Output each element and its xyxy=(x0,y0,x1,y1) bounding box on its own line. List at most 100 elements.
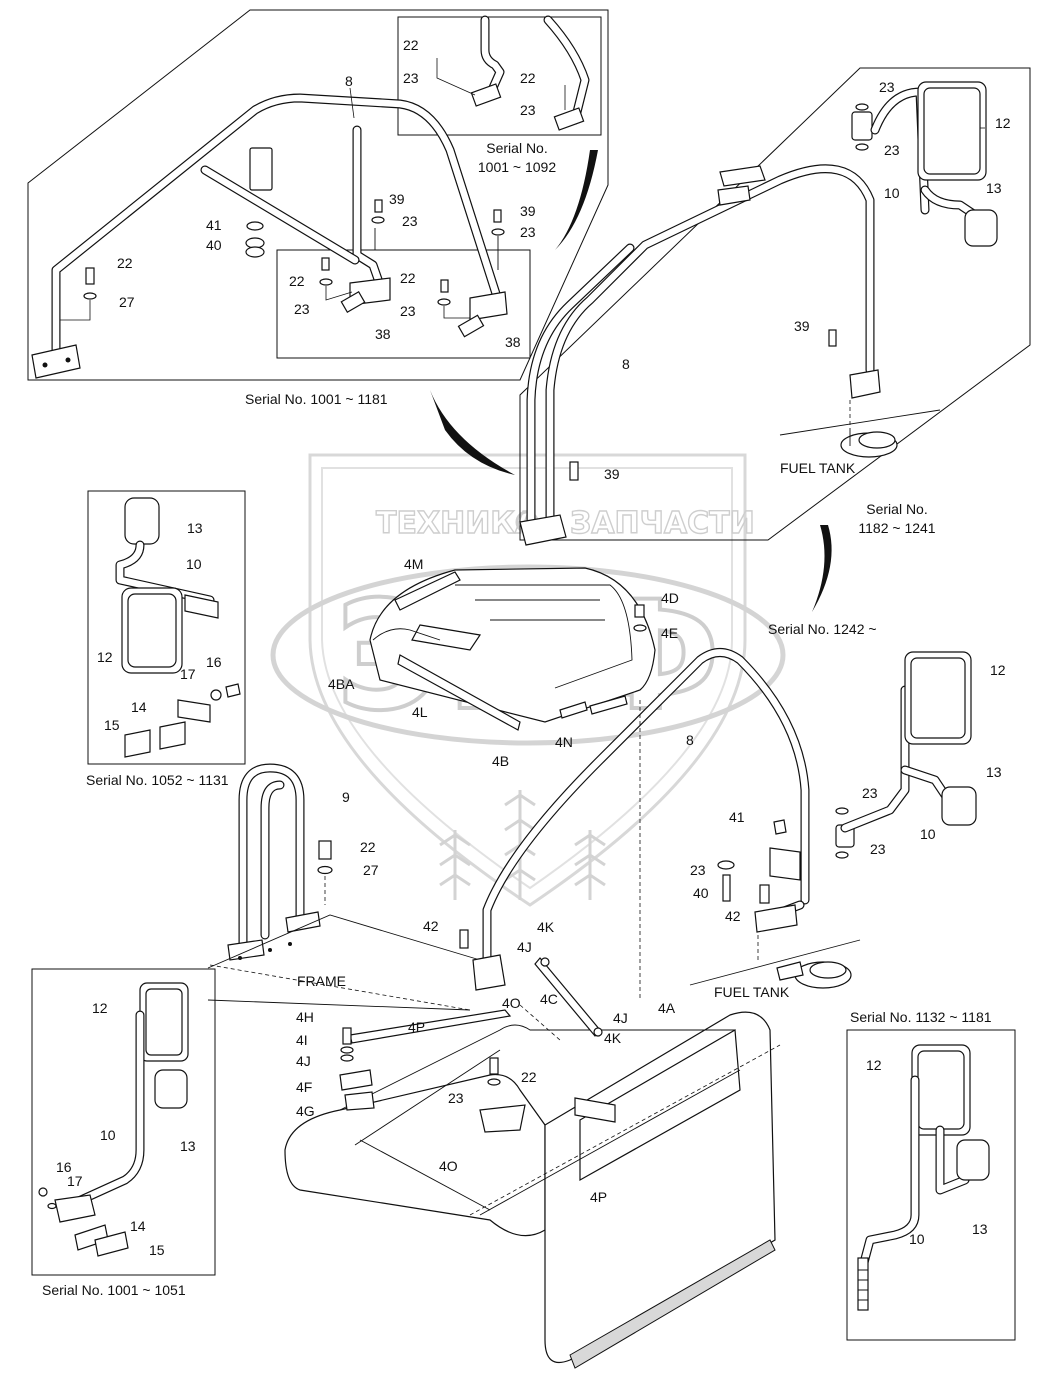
callout-top-left-5: 39 xyxy=(389,191,405,207)
callout-bottom-left-5: 14 xyxy=(130,1218,146,1234)
callout-base-0: 42 xyxy=(423,918,439,934)
bottom-right-box xyxy=(846,1029,1016,1341)
callout-seat-1: 4D xyxy=(661,590,679,606)
callout-seat-6: 8 xyxy=(686,732,694,748)
watermark-wheat-icon xyxy=(439,790,606,900)
top-left-panel-border xyxy=(27,9,609,381)
transition-arrow-right xyxy=(812,525,832,612)
watermark-shield-inner xyxy=(321,467,733,890)
callout-left-mirror-6: 15 xyxy=(104,717,120,733)
callout-top-right-6: 8 xyxy=(622,356,630,372)
serial-caption-bottom-right: Serial No. 1132 ~ 1181 xyxy=(850,1009,992,1025)
serial-caption-top-inset-2: 1001 ~ 1092 xyxy=(478,159,556,175)
mount-stud xyxy=(857,1257,869,1311)
callout-top-left-8: 23 xyxy=(520,224,536,240)
mirror-13-bottom-left xyxy=(154,1069,188,1109)
top-left-assembly xyxy=(27,9,609,381)
bracket-block xyxy=(249,147,273,191)
watermark-text-left: ТЕХНИКА xyxy=(376,506,539,541)
callout-top-left-4: 27 xyxy=(119,294,135,310)
callout-top-inset-0: 22 xyxy=(403,37,419,53)
callout-base-11: 4F xyxy=(296,1079,312,1095)
callout-top-left-inner-4: 23 xyxy=(400,303,416,319)
callout-base-7: 4O xyxy=(502,995,521,1011)
serial-caption-bottom-left: Serial No. 1001 ~ 1051 xyxy=(42,1282,186,1298)
base-foot xyxy=(519,514,567,546)
callout-base-3: 4C xyxy=(540,991,558,1007)
callout-top-left-inner-3: 22 xyxy=(400,270,416,286)
callout-base-16: 4O xyxy=(439,1158,458,1174)
callout-left-mirror-0: 13 xyxy=(187,520,203,536)
callout-guard-1: 22 xyxy=(360,839,376,855)
callout-top-inset-2: 22 xyxy=(520,70,536,86)
strip-4M xyxy=(394,571,461,611)
callout-seat-3: 4BA xyxy=(328,676,355,692)
callout-base-15: 23 xyxy=(448,1090,464,1106)
left-mirror-assembly xyxy=(87,490,246,765)
mirror-13-bottom-right xyxy=(956,1139,990,1181)
callout-base-6: 4A xyxy=(658,1000,676,1016)
callout-mid-right-7: 40 xyxy=(693,885,709,901)
serial-caption-left-mid: Serial No. 1052 ~ 1131 xyxy=(86,772,229,788)
transition-arrow-top xyxy=(555,150,598,250)
callout-top-right-3: 10 xyxy=(884,185,900,201)
callout-top-left-1: 41 xyxy=(206,217,222,233)
mirror-13-left xyxy=(124,497,160,545)
callout-bottom-left-2: 10 xyxy=(100,1127,116,1143)
seat-base-front xyxy=(284,1073,546,1237)
callout-bottom-right-2: 13 xyxy=(972,1221,988,1237)
center-rollbar-assembly xyxy=(459,648,977,1000)
callout-seat-0: 4M xyxy=(404,556,423,572)
top-right-assembly xyxy=(519,67,1031,546)
watermark-text-right: ЗАПЧАСТИ xyxy=(570,506,755,541)
callout-left-mirror-3: 17 xyxy=(180,666,196,682)
callout-top-left-6: 23 xyxy=(402,213,418,229)
callout-mid-right-1: 13 xyxy=(986,764,1002,780)
callout-bottom-left-4: 17 xyxy=(67,1173,83,1189)
fuel-tank-label-mid: FUEL TANK xyxy=(714,984,790,1000)
serial-caption-top-inset-1: Serial No. xyxy=(486,140,547,156)
callout-top-right-0: 23 xyxy=(879,79,895,95)
rail-4P xyxy=(349,1009,512,1044)
callout-seat-4: 4L xyxy=(412,704,428,720)
callout-bottom-left-0: 12 xyxy=(92,1000,108,1016)
callout-top-right-4: 13 xyxy=(986,180,1002,196)
top-inset-box xyxy=(397,16,602,136)
strip-4L xyxy=(397,654,521,731)
callout-mid-right-3: 41 xyxy=(729,809,745,825)
left-mirror-box xyxy=(87,490,246,765)
callout-left-mirror-5: 14 xyxy=(131,699,147,715)
callout-base-9: 4I xyxy=(296,1032,308,1048)
callout-bottom-right-1: 10 xyxy=(909,1231,925,1247)
callout-base-1: 4K xyxy=(537,919,555,935)
callout-base-2: 4J xyxy=(517,939,532,955)
callout-bottom-right-0: 12 xyxy=(866,1057,882,1073)
transition-arrow-left xyxy=(430,390,515,475)
callout-seat-5: 4N xyxy=(555,734,573,750)
mirror-13-top xyxy=(964,209,998,247)
callout-left-mirror-4: 16 xyxy=(206,654,222,670)
callout-base-5: 4K xyxy=(604,1030,622,1046)
fuel-tank-label-top: FUEL TANK xyxy=(780,460,856,476)
bottom-left-box xyxy=(31,968,216,1276)
callout-base-4: 4J xyxy=(613,1010,628,1026)
callout-left-mirror-2: 12 xyxy=(97,649,113,665)
callout-left-mirror-1: 10 xyxy=(186,556,202,572)
callout-bottom-left-6: 15 xyxy=(149,1242,165,1258)
callout-top-left-inner-2: 38 xyxy=(375,326,391,342)
frame-label: FRAME xyxy=(297,973,346,989)
callout-bottom-left-3: 16 xyxy=(56,1159,72,1175)
bottom-left-mirror-assembly xyxy=(31,968,216,1276)
plate-4BA xyxy=(411,624,482,651)
mirror-13-mid xyxy=(941,786,977,826)
callout-guard-2: 27 xyxy=(363,862,379,878)
callout-seat-7: 4B xyxy=(492,753,509,769)
base-plate-left xyxy=(31,344,81,379)
callout-top-left-inner-5: 38 xyxy=(505,334,521,350)
callout-top-inset-3: 23 xyxy=(520,102,536,118)
callout-top-left-2: 40 xyxy=(206,237,222,253)
callout-mid-right-2: 23 xyxy=(862,785,878,801)
